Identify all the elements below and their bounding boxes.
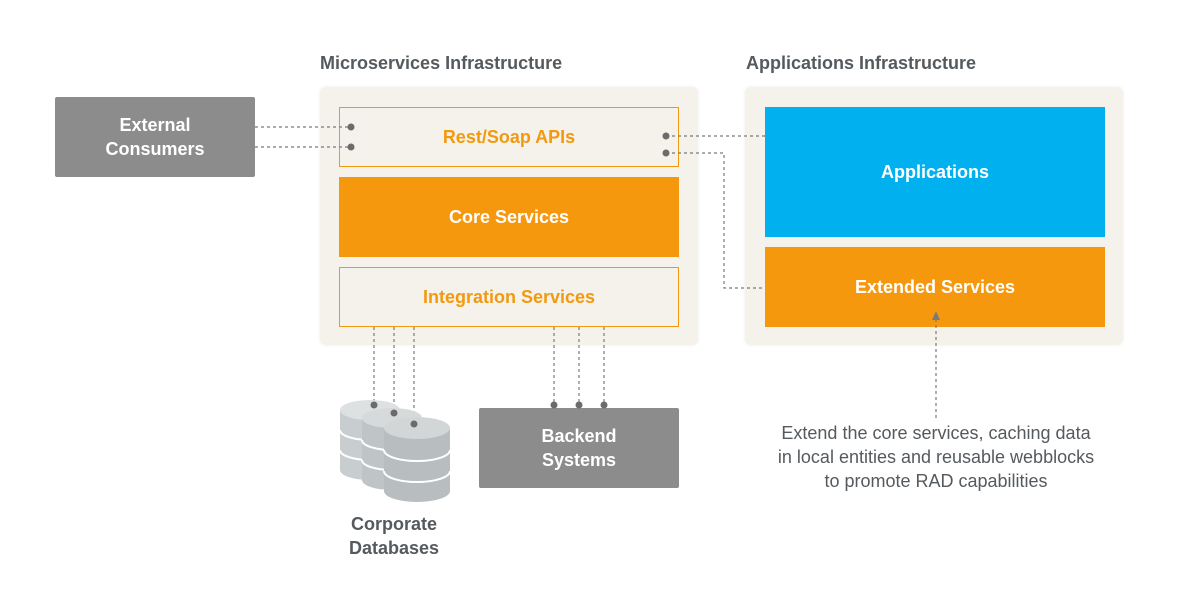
database-cylinder-front: [383, 417, 451, 502]
database-icon: [339, 400, 451, 502]
extend-services-annotation: Extend the core services, caching data i…: [777, 423, 1095, 491]
backend-systems-label: Backend Systems: [541, 426, 617, 470]
extended-services-label: Extended Services: [854, 276, 1016, 297]
database-cylinder-middle: [361, 408, 423, 490]
core-services-label: Core Services: [448, 206, 570, 227]
applications-title: Applications Infrastructure: [746, 53, 977, 73]
external-consumers-box[interactable]: External Consumers: [55, 97, 255, 177]
database-cylinder-back: [339, 400, 401, 480]
rest-soap-apis-label: Rest/Soap APIs: [442, 126, 576, 147]
integration-services-layer[interactable]: Integration Services: [339, 267, 679, 327]
integration-services-label: Integration Services: [422, 286, 596, 307]
backend-systems-box[interactable]: Backend Systems: [479, 408, 679, 488]
applications-layer[interactable]: Applications: [765, 107, 1105, 237]
corporate-databases-label: Corporate Databases: [348, 514, 440, 558]
applications-label: Applications: [880, 161, 989, 182]
extended-services-layer[interactable]: Extended Services: [765, 247, 1105, 327]
microservices-title: Microservices Infrastructure: [320, 53, 563, 73]
external-consumers-label: External Consumers: [105, 115, 205, 159]
rest-soap-apis-layer[interactable]: Rest/Soap APIs: [339, 107, 679, 167]
core-services-layer[interactable]: Core Services: [339, 177, 679, 257]
